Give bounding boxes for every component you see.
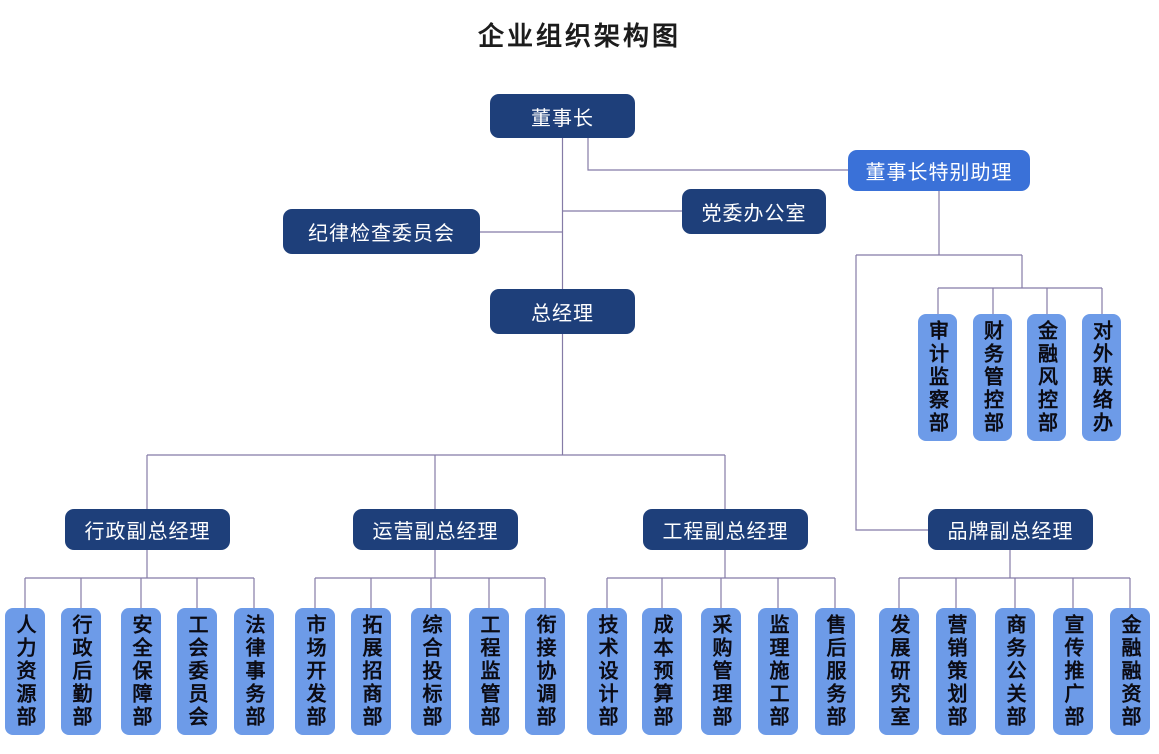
- admin-dept-3: 安全保障部: [121, 608, 161, 735]
- node-label: 品牌副总经理: [947, 519, 1074, 543]
- assistant-dept-external-liaison: 对外联络办: [1082, 314, 1121, 441]
- dept-label: 售后服务部: [823, 614, 847, 729]
- brand-dept-5: 金融融资部: [1110, 608, 1150, 735]
- dept-label: 市场开发部: [303, 614, 327, 729]
- assistant-dept-audit: 审计监察部: [918, 314, 957, 441]
- dept-label: 工程监管部: [477, 614, 501, 729]
- admin-dept-1: 人力资源部: [5, 608, 45, 735]
- operations-dept-3: 综合投标部: [411, 608, 451, 735]
- brand-dept-4: 宣传推广部: [1053, 608, 1093, 735]
- node-general-manager: 总经理: [490, 289, 635, 334]
- dept-label: 商务公关部: [1003, 614, 1027, 729]
- admin-dept-5: 法律事务部: [234, 608, 274, 735]
- dept-label: 工会委员会: [185, 614, 209, 729]
- page-title: 企业组织架构图: [477, 22, 681, 52]
- node-party-office: 党委办公室: [682, 189, 826, 234]
- operations-dept-4: 工程监管部: [469, 608, 509, 735]
- node-chairman: 董事长: [490, 94, 635, 138]
- engineering-dept-4: 监理施工部: [758, 608, 798, 735]
- node-vp-admin: 行政副总经理: [65, 509, 230, 550]
- engineering-dept-1: 技术设计部: [587, 608, 627, 735]
- admin-dept-2: 行政后勤部: [61, 608, 101, 735]
- brand-dept-2: 营销策划部: [936, 608, 976, 735]
- assistant-dept-finance-control: 财务管控部: [973, 314, 1012, 441]
- node-label: 纪律检查委员会: [308, 221, 455, 245]
- dept-label: 营销策划部: [944, 614, 968, 729]
- node-label: 总经理: [531, 301, 594, 325]
- dept-label: 综合投标部: [419, 614, 443, 729]
- dept-label: 技术设计部: [595, 614, 619, 729]
- node-vp-engineering: 工程副总经理: [643, 509, 808, 550]
- assistant-dept-financial-risk: 金融风控部: [1027, 314, 1066, 441]
- node-label: 董事长特别助理: [865, 160, 1013, 184]
- brand-dept-1: 发展研究室: [879, 608, 919, 735]
- operations-dept-1: 市场开发部: [295, 608, 335, 735]
- dept-label: 成本预算部: [650, 614, 674, 729]
- node-discipline-committee: 纪律检查委员会: [283, 209, 480, 254]
- node-vp-operations: 运营副总经理: [353, 509, 518, 550]
- dept-label: 安全保障部: [129, 614, 153, 729]
- node-label: 董事长: [531, 105, 594, 130]
- node-label: 党委办公室: [701, 201, 807, 225]
- dept-label: 拓展招商部: [359, 614, 383, 729]
- engineering-dept-2: 成本预算部: [642, 608, 682, 735]
- brand-dept-3: 商务公关部: [995, 608, 1035, 735]
- node-vp-brand: 品牌副总经理: [928, 509, 1093, 550]
- dept-label: 财务管控部: [980, 320, 1005, 435]
- operations-dept-5: 衔接协调部: [525, 608, 565, 735]
- dept-label: 对外联络办: [1089, 320, 1114, 435]
- node-label: 工程副总经理: [662, 519, 789, 543]
- dept-label: 行政后勤部: [69, 614, 93, 729]
- dept-label: 监理施工部: [766, 614, 790, 729]
- dept-label: 金融融资部: [1118, 614, 1142, 729]
- node-label: 行政副总经理: [84, 519, 211, 543]
- dept-label: 审计监察部: [925, 320, 950, 435]
- dept-label: 衔接协调部: [533, 614, 557, 729]
- dept-label: 采购管理部: [709, 614, 733, 729]
- dept-label: 金融风控部: [1034, 320, 1059, 435]
- node-label: 运营副总经理: [372, 519, 499, 543]
- engineering-dept-5: 售后服务部: [815, 608, 855, 735]
- dept-label: 法律事务部: [242, 614, 266, 729]
- dept-label: 人力资源部: [13, 614, 37, 729]
- admin-dept-4: 工会委员会: [177, 608, 217, 735]
- dept-label: 发展研究室: [887, 614, 911, 729]
- dept-label: 宣传推广部: [1061, 614, 1085, 729]
- node-special-assistant: 董事长特别助理: [848, 150, 1030, 191]
- engineering-dept-3: 采购管理部: [701, 608, 741, 735]
- operations-dept-2: 拓展招商部: [351, 608, 391, 735]
